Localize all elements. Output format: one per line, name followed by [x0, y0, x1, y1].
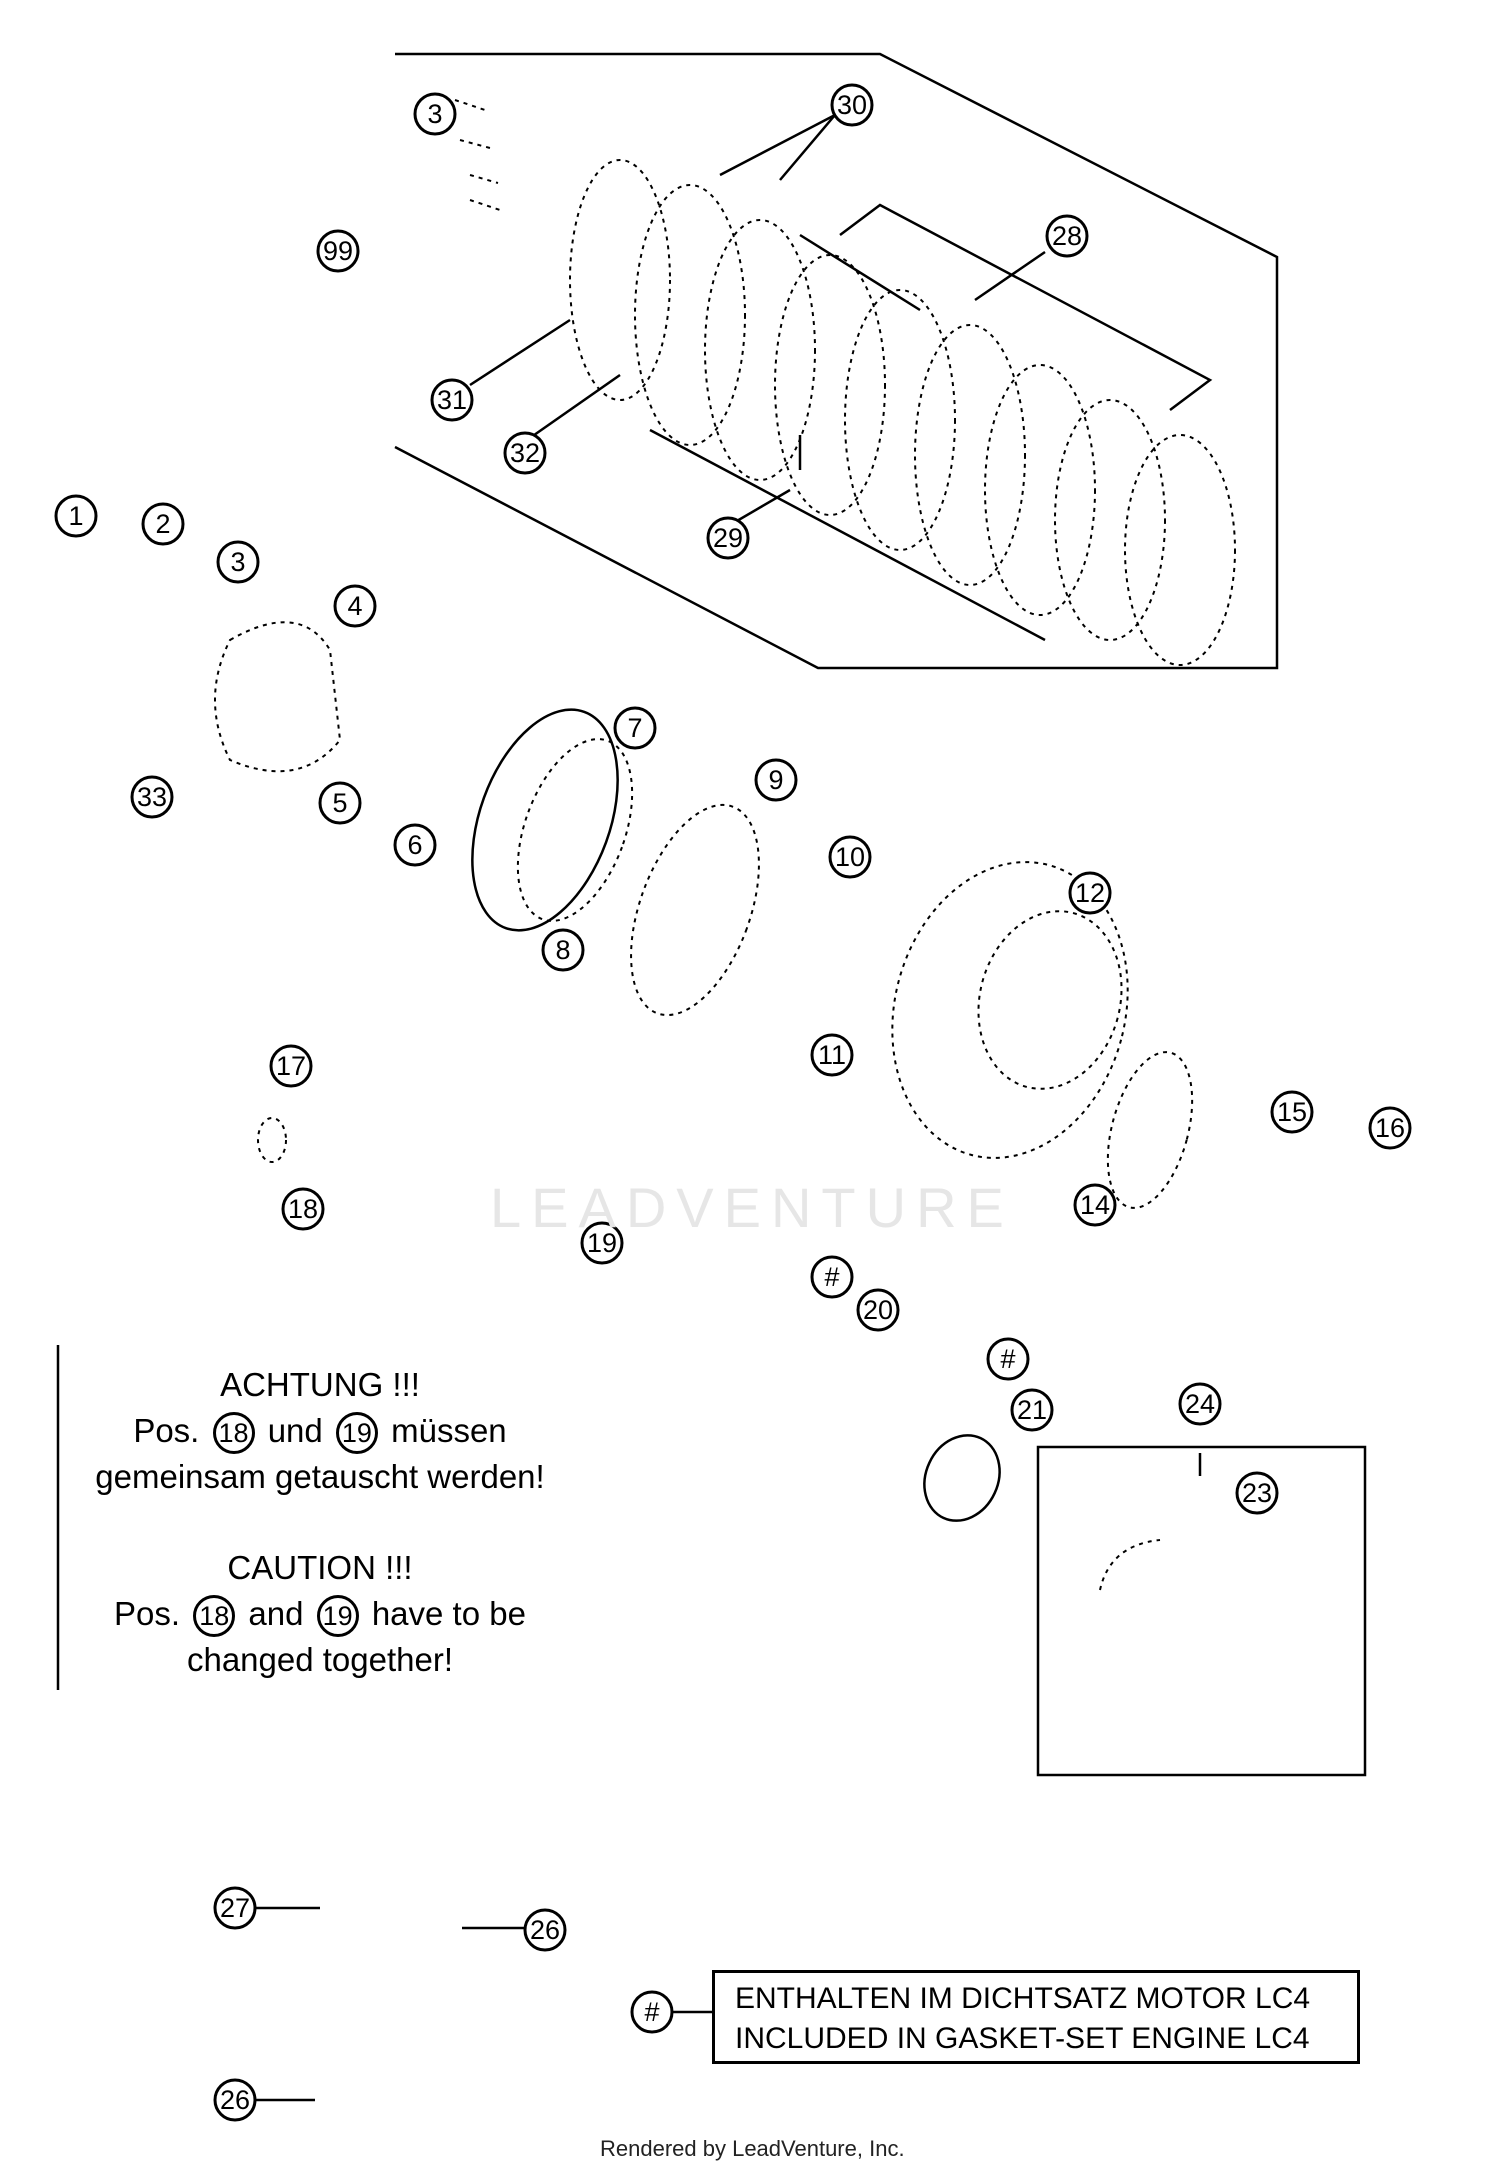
- svg-text:14: 14: [1080, 1190, 1110, 1220]
- callout-6: 6: [393, 823, 437, 867]
- callout-23: 23: [1235, 1471, 1279, 1515]
- svg-text:7: 7: [627, 713, 642, 743]
- svg-text:20: 20: [863, 1295, 893, 1325]
- callout-21: 21: [1010, 1388, 1054, 1432]
- callout-20-hash: #: [810, 1255, 854, 1299]
- callout-16: 16: [1368, 1106, 1412, 1150]
- svg-text:11: 11: [818, 1040, 846, 1070]
- svg-text:2: 2: [155, 509, 170, 539]
- clutch-plates-panel: [394, 52, 1279, 670]
- note-german-line2: gemeinsam getauscht werden!: [95, 1458, 545, 1496]
- svg-text:21: 21: [1017, 1395, 1047, 1425]
- callout-3: 3: [413, 92, 457, 136]
- callout-26b: 26: [213, 2078, 257, 2122]
- svg-text:24: 24: [1185, 1389, 1215, 1419]
- svg-text:4: 4: [347, 591, 362, 621]
- callout-9: 9: [754, 758, 798, 802]
- ref-19-circle: 19: [316, 1595, 359, 1638]
- svg-text:12: 12: [1075, 878, 1105, 908]
- note-german-title: ACHTUNG !!!: [220, 1366, 420, 1403]
- svg-text:23: 23: [1242, 1478, 1272, 1508]
- svg-text:#: #: [1000, 1344, 1015, 1374]
- legend-hash-callout: #: [630, 1990, 674, 2034]
- callout-11: 11: [810, 1033, 854, 1077]
- ref-18-circle: 18: [193, 1595, 236, 1638]
- svg-text:26: 26: [220, 2085, 250, 2115]
- svg-text:1: 1: [68, 501, 83, 531]
- svg-text:19: 19: [587, 1228, 617, 1258]
- watermark: LEADVENTURE: [490, 1176, 1014, 1239]
- callout-12: 12: [1068, 871, 1112, 915]
- svg-text:9: 9: [768, 765, 783, 795]
- svg-text:15: 15: [1277, 1097, 1307, 1127]
- leader-lines: [255, 113, 1202, 2102]
- svg-text:17: 17: [276, 1051, 306, 1081]
- svg-text:18: 18: [288, 1194, 318, 1224]
- callout-8: 8: [541, 928, 585, 972]
- clutch-parts: [214, 621, 1367, 1777]
- svg-text:26: 26: [530, 1915, 560, 1945]
- svg-text:30: 30: [837, 90, 867, 120]
- note-english-line2: changed together!: [186, 1641, 454, 1679]
- callout-4: 4: [333, 584, 377, 628]
- callout-1: 1: [54, 494, 98, 538]
- callout-15: 15: [1270, 1090, 1314, 1134]
- svg-text:32: 32: [510, 438, 540, 468]
- callout-21-hash: #: [986, 1337, 1030, 1381]
- legend-line-english: INCLUDED IN GASKET-SET ENGINE LC4: [735, 2022, 1310, 2055]
- svg-text:3: 3: [230, 547, 245, 577]
- gasket-set-legend: ENTHALTEN IM DICHTSATZ MOTOR LC4 INCLUDE…: [712, 1970, 1360, 2064]
- callout-31: 31: [430, 378, 474, 422]
- ref-18-circle: 18: [212, 1412, 255, 1455]
- note-english-title: CAUTION !!!: [227, 1549, 413, 1586]
- callout-18: 18: [281, 1187, 325, 1231]
- callout-99: 99: [316, 229, 360, 273]
- callout-14: 14: [1073, 1183, 1117, 1227]
- svg-text:8: 8: [555, 935, 570, 965]
- note-english: CAUTION !!! Pos. 18 and 19 have to be ch…: [70, 1545, 570, 1683]
- callout-32: 32: [503, 431, 547, 475]
- callout-20: 20: [856, 1288, 900, 1332]
- svg-text:99: 99: [323, 236, 353, 266]
- svg-text:33: 33: [137, 782, 167, 812]
- svg-text:29: 29: [713, 523, 743, 553]
- svg-text:16: 16: [1375, 1113, 1405, 1143]
- callout-3b: 3: [216, 540, 260, 584]
- svg-text:6: 6: [407, 830, 422, 860]
- svg-text:#: #: [644, 1997, 659, 2027]
- render-credit: Rendered by LeadVenture, Inc.: [600, 2136, 905, 2161]
- callout-7: 7: [613, 706, 657, 750]
- legend-line-german: ENTHALTEN IM DICHTSATZ MOTOR LC4: [735, 1982, 1311, 2015]
- callout-19: 19: [580, 1221, 624, 1265]
- callout-24: 24: [1178, 1382, 1222, 1426]
- callout-33: 33: [130, 775, 174, 819]
- svg-text:5: 5: [332, 788, 347, 818]
- callout-2: 2: [141, 502, 185, 546]
- note-german-line1: Pos. 18 und 19 müssen: [70, 1408, 570, 1455]
- callout-26a: 26: [523, 1908, 567, 1952]
- callout-5: 5: [318, 781, 362, 825]
- svg-text:28: 28: [1052, 221, 1082, 251]
- svg-text:3: 3: [427, 99, 442, 129]
- note-english-line1: Pos. 18 and 19 have to be: [70, 1591, 570, 1638]
- callout-17: 17: [269, 1044, 313, 1088]
- ref-19-circle: 19: [335, 1412, 378, 1455]
- callout-29: 29: [706, 516, 750, 560]
- callout-28: 28: [1045, 214, 1089, 258]
- note-german: ACHTUNG !!! Pos. 18 und 19 müssen gemein…: [70, 1362, 570, 1500]
- callout-27: 27: [213, 1886, 257, 1930]
- svg-text:31: 31: [437, 385, 467, 415]
- svg-text:27: 27: [220, 1893, 250, 1923]
- svg-text:10: 10: [835, 842, 865, 872]
- callout-30: 30: [830, 83, 874, 127]
- callout-10: 10: [828, 835, 872, 879]
- svg-text:#: #: [824, 1262, 839, 1292]
